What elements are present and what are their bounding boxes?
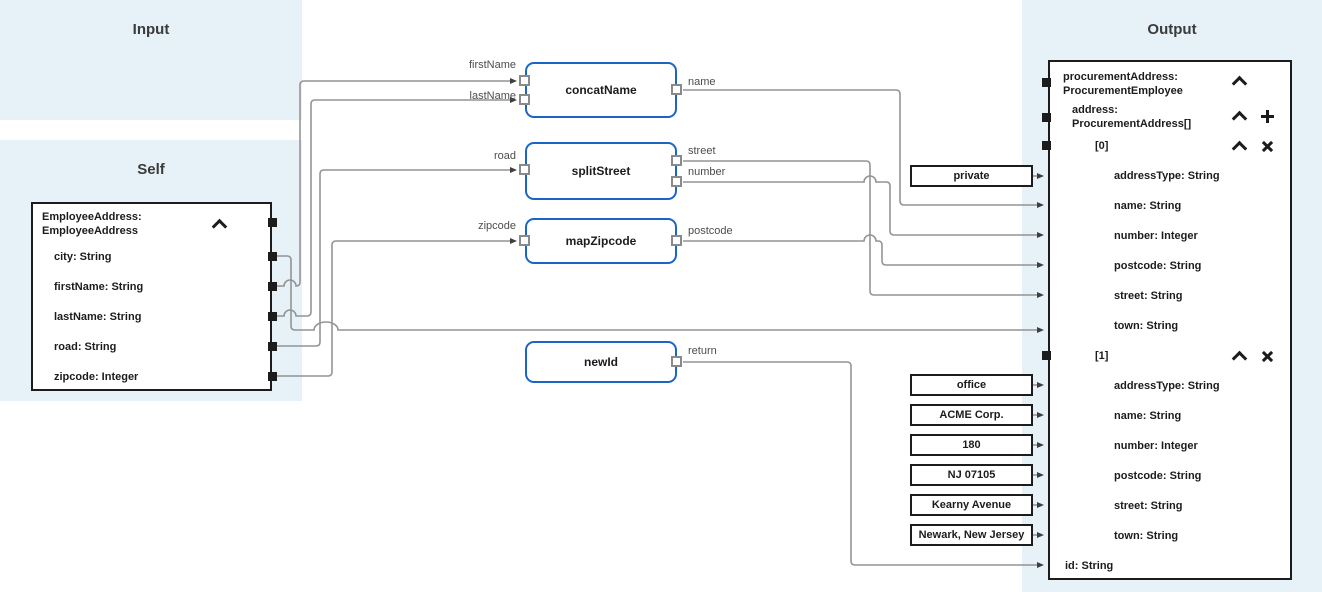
output-field-1-name[interactable]: name: String xyxy=(1114,410,1182,422)
plus-icon[interactable] xyxy=(1261,110,1274,123)
concatname-input-port-lastname[interactable] xyxy=(519,94,530,105)
function-node-splitstreet[interactable]: splitStreet xyxy=(525,142,677,200)
constant-office[interactable]: office xyxy=(910,374,1033,396)
self-port-road[interactable] xyxy=(268,342,277,351)
edge-lastname-to-concatname[interactable] xyxy=(277,97,517,317)
mapzipcode-input-port-zipcode[interactable] xyxy=(519,235,530,246)
self-field-road[interactable]: road: String xyxy=(54,341,117,353)
splitstreet-output-port-number[interactable] xyxy=(671,176,682,187)
function-name: splitStreet xyxy=(571,164,631,178)
self-port-firstname[interactable] xyxy=(268,282,277,291)
output-root-title: procurementAddress: ProcurementEmployee xyxy=(1063,71,1183,97)
constant-kearny-avenue[interactable]: Kearny Avenue xyxy=(910,494,1033,516)
concatname-input-port-firstname[interactable] xyxy=(519,75,530,86)
self-node-title: EmployeeAddress: EmployeeAddress xyxy=(42,211,142,237)
output-field-0-postcode[interactable]: postcode: String xyxy=(1114,260,1202,272)
port-label-number: number xyxy=(688,166,726,178)
output-field-0-town[interactable]: town: String xyxy=(1114,320,1179,332)
function-name: concatName xyxy=(565,83,637,97)
output-panel-title: Output xyxy=(1147,21,1197,38)
output-node[interactable]: procurementAddress: ProcurementEmployee … xyxy=(1048,60,1292,580)
newid-output-port-return[interactable] xyxy=(671,356,682,367)
input-panel: Input xyxy=(0,0,302,120)
self-port-header[interactable] xyxy=(268,218,277,227)
constant-newark-new-jersey[interactable]: Newark, New Jersey xyxy=(910,524,1033,546)
port-label-street: street xyxy=(688,145,716,157)
mapzipcode-output-port-postcode[interactable] xyxy=(671,235,682,246)
output-field-1-number[interactable]: number: Integer xyxy=(1114,440,1198,452)
output-port-item-0[interactable] xyxy=(1042,141,1051,150)
function-node-newid[interactable]: newId xyxy=(525,341,677,383)
output-port-item-1[interactable] xyxy=(1042,351,1051,360)
port-label-lastname: lastName xyxy=(469,90,516,102)
chevron-up-icon[interactable] xyxy=(1231,75,1248,92)
self-port-zipcode[interactable] xyxy=(268,372,277,381)
output-item-0-index: [0] xyxy=(1095,140,1109,152)
concatname-output-port-name[interactable] xyxy=(671,84,682,95)
chevron-up-icon[interactable] xyxy=(1231,350,1248,367)
chevron-up-icon[interactable] xyxy=(1231,140,1248,157)
self-field-zipcode[interactable]: zipcode: Integer xyxy=(54,371,139,383)
output-field-1-addresstype[interactable]: addressType: String xyxy=(1114,380,1220,392)
self-port-lastname[interactable] xyxy=(268,312,277,321)
self-field-city[interactable]: city: String xyxy=(54,251,112,263)
edge-zipcode-to-mapzipcode[interactable] xyxy=(277,238,517,377)
function-node-concatname[interactable]: concatName xyxy=(525,62,677,118)
port-label-road: road xyxy=(493,150,516,162)
function-node-mapzipcode[interactable]: mapZipcode xyxy=(525,218,677,264)
port-label-name: name xyxy=(688,76,716,88)
remove-icon[interactable] xyxy=(1258,347,1276,365)
constant-acme-corp[interactable]: ACME Corp. xyxy=(910,404,1033,426)
constant-nj-07105[interactable]: NJ 07105 xyxy=(910,464,1033,486)
port-label-return: return xyxy=(688,345,717,357)
output-port-root[interactable] xyxy=(1042,78,1051,87)
port-label-firstname: firstName xyxy=(468,59,516,71)
self-node[interactable]: EmployeeAddress: EmployeeAddress city: S… xyxy=(31,202,272,391)
self-port-city[interactable] xyxy=(268,252,277,261)
splitstreet-output-port-street[interactable] xyxy=(671,155,682,166)
edge-postcode-to-postcode0[interactable] xyxy=(683,234,1044,268)
output-field-0-addresstype[interactable]: addressType: String xyxy=(1114,170,1220,182)
output-field-1-street[interactable]: street: String xyxy=(1114,500,1183,512)
splitstreet-input-port-road[interactable] xyxy=(519,164,530,175)
output-field-0-name[interactable]: name: String xyxy=(1114,200,1182,212)
port-label-zipcode: zipcode xyxy=(478,220,516,232)
edge-firstname-to-concatname[interactable] xyxy=(277,78,517,287)
output-field-0-street[interactable]: street: String xyxy=(1114,290,1183,302)
output-field-1-town[interactable]: town: String xyxy=(1114,530,1179,542)
edge-street-to-street0[interactable] xyxy=(683,160,1044,298)
constant-private[interactable]: private xyxy=(910,165,1033,187)
self-panel-title: Self xyxy=(137,161,165,178)
port-label-postcode: postcode xyxy=(688,225,733,237)
self-field-firstname[interactable]: firstName: String xyxy=(54,281,144,293)
output-field-0-number[interactable]: number: Integer xyxy=(1114,230,1198,242)
edge-name-to-name0[interactable] xyxy=(683,89,1044,208)
remove-icon[interactable] xyxy=(1258,137,1276,155)
edge-city-to-town0[interactable] xyxy=(277,255,1044,333)
edge-number-to-number0[interactable] xyxy=(683,175,1044,238)
chevron-up-icon[interactable] xyxy=(211,218,228,235)
output-address-title: address: ProcurementAddress[] xyxy=(1072,104,1192,130)
constant-180[interactable]: 180 xyxy=(910,434,1033,456)
edge-road-to-splitstreet[interactable] xyxy=(277,167,517,347)
function-name: newId xyxy=(583,355,618,369)
output-port-address[interactable] xyxy=(1042,113,1051,122)
output-field-id[interactable]: id: String xyxy=(1065,560,1114,572)
output-field-1-postcode[interactable]: postcode: String xyxy=(1114,470,1202,482)
chevron-up-icon[interactable] xyxy=(1231,110,1248,127)
input-panel-title: Input xyxy=(132,21,170,38)
output-item-1-index: [1] xyxy=(1095,350,1109,362)
self-field-lastname[interactable]: lastName: String xyxy=(54,311,142,323)
function-name: mapZipcode xyxy=(565,234,637,248)
edge-return-to-id[interactable] xyxy=(683,361,1044,568)
